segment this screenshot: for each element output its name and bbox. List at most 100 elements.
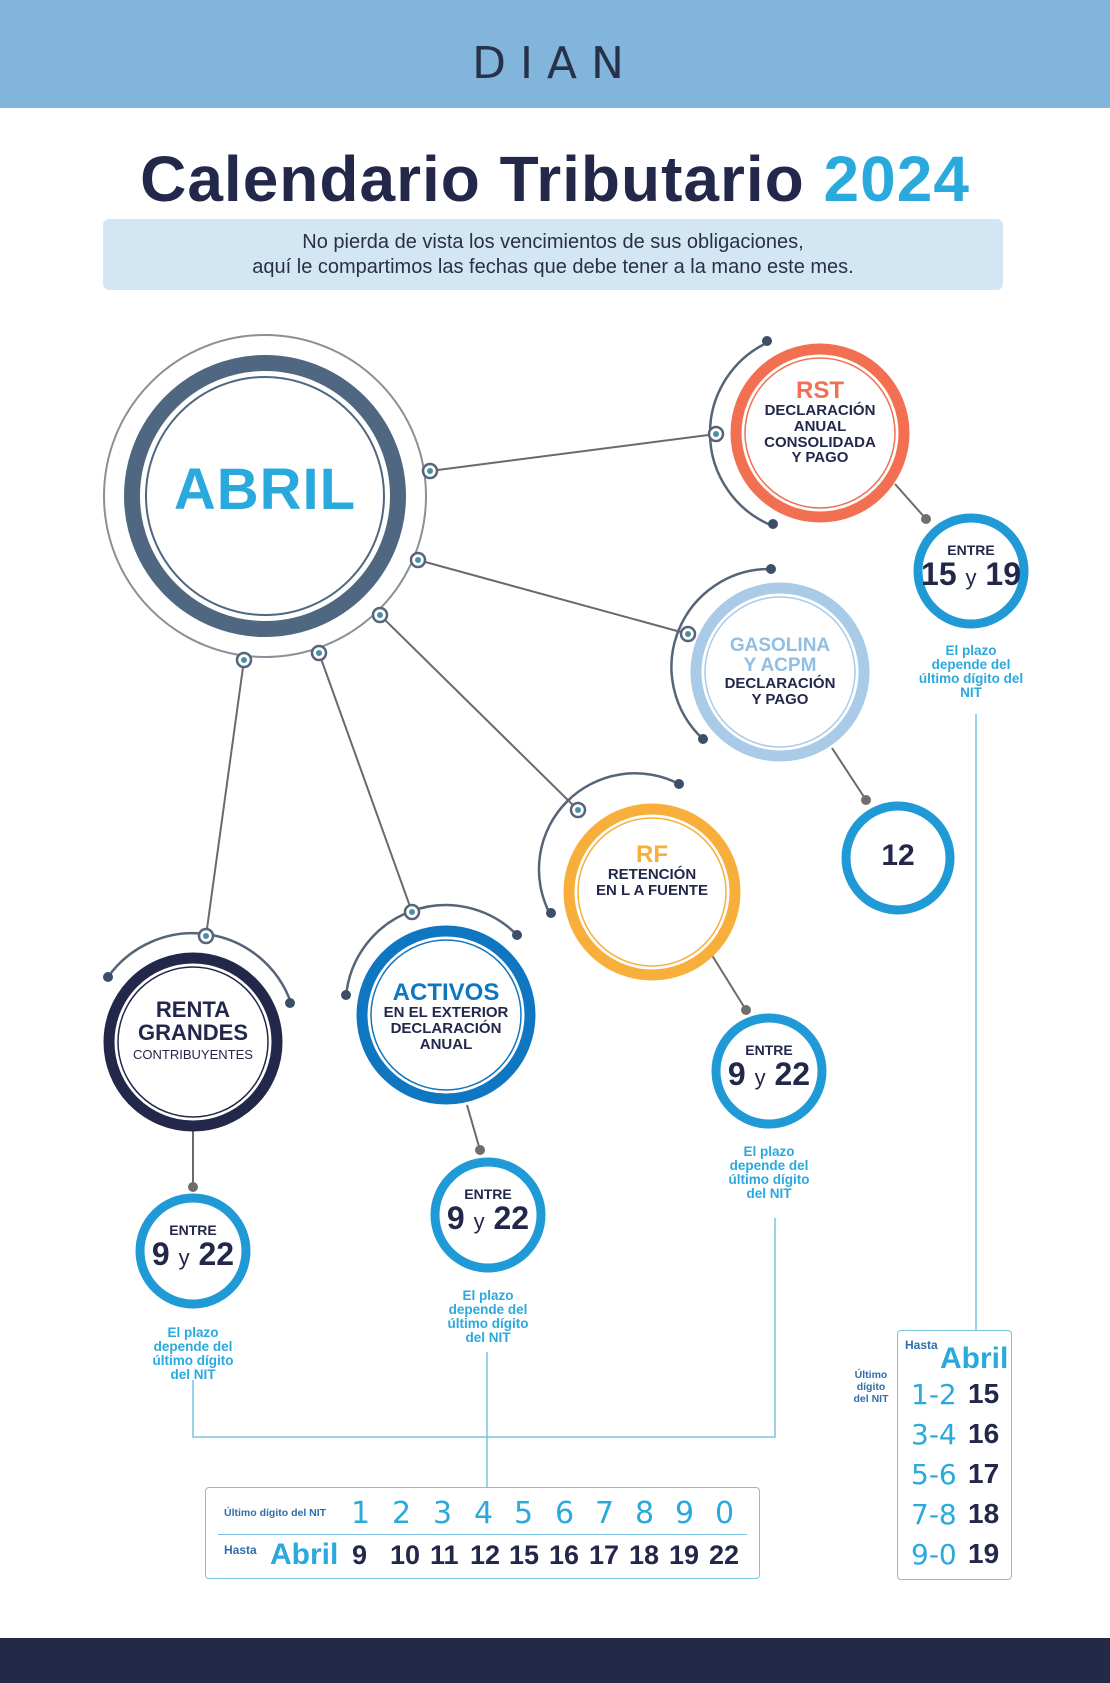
activos-entre: ENTRE <box>464 1186 512 1202</box>
activos-note-1: El plazo <box>462 1288 514 1303</box>
table-h-digit-label: Último dígito del NIT <box>224 1507 327 1519</box>
rf-note-2: depende del <box>729 1158 809 1173</box>
rst-date-a: 15 <box>921 555 957 592</box>
gasolina-node: GASOLINA Y ACPM DECLARACIÓN Y PAGO <box>700 636 860 707</box>
table-v-day: 16 <box>968 1418 1000 1449</box>
table-h-digit: 6 <box>555 1496 575 1531</box>
rf-note-1: El plazo <box>743 1144 795 1159</box>
renta-ring <box>103 952 283 1132</box>
rf-node: RF RETENCIÓN EN L A FUENTE <box>572 842 732 899</box>
abril-outer-ring <box>103 334 427 658</box>
activos-note: El plazo depende del último dígito del N… <box>428 1289 548 1345</box>
center-label: ABRIL <box>173 457 357 522</box>
table-h-day: 22 <box>709 1540 740 1570</box>
activos-note-4: del NIT <box>465 1330 511 1345</box>
table-v-range: 1-2 <box>911 1378 957 1411</box>
renta-note-3: último dígito <box>152 1353 234 1368</box>
table-v-side-label: Último dígito del NIT <box>846 1369 896 1405</box>
abril-inner-ring <box>145 376 385 616</box>
table-h-day: 18 <box>629 1540 660 1570</box>
activos-ring <box>356 925 536 1105</box>
rf-line1: RETENCIÓN <box>607 866 697 884</box>
table-v-day: 15 <box>968 1378 1000 1409</box>
renta-line1: RENTA <box>155 997 231 1022</box>
rf-date-a: 9 <box>727 1055 746 1092</box>
activos-line3: ANUAL <box>419 1035 473 1053</box>
gasolina-date-ring <box>841 801 955 915</box>
table-v-day: 18 <box>968 1498 1000 1529</box>
renta-date-a: 9 <box>151 1235 170 1272</box>
table-h-month: Abril <box>270 1538 339 1571</box>
activos-line1: EN EL EXTERIOR <box>383 1004 509 1022</box>
activos-date-ring <box>430 1157 546 1273</box>
renta-date-y: y <box>178 1244 190 1270</box>
table-v-range: 7-8 <box>911 1498 957 1531</box>
gasolina-line2: Y PAGO <box>751 690 809 708</box>
subtitle-line2: aquí le compartimos las fechas que debe … <box>252 256 854 278</box>
renta-note: El plazo depende del último dígito del N… <box>133 1326 253 1382</box>
abril-main-ring <box>124 355 406 637</box>
title-main: Calendario Tributario <box>140 143 805 215</box>
table-h-digit: 1 <box>351 1496 371 1531</box>
activos-title: ACTIVOS <box>392 979 500 1006</box>
rf-date-ring <box>711 1013 827 1129</box>
bottom-bar <box>0 1638 1110 1683</box>
table-h-day: 11 <box>430 1540 459 1570</box>
rst-line4: Y PAGO <box>791 449 849 467</box>
renta-note-2: depende del <box>153 1339 233 1354</box>
rf-ring <box>563 803 741 981</box>
table-h-day: 16 <box>549 1540 580 1570</box>
renta-entre: ENTRE <box>169 1222 217 1238</box>
rf-note: El plazo depende del último dígito del N… <box>709 1145 829 1201</box>
table-v-side-3: del NIT <box>853 1393 889 1405</box>
rst-date: ENTRE 15 y 19 <box>911 543 1031 591</box>
table-h-day: 12 <box>470 1540 501 1570</box>
rst-date-b: 19 <box>985 555 1021 592</box>
rf-date-b: 22 <box>774 1055 811 1092</box>
rst-note-3: último dígito del <box>918 671 1024 686</box>
junction-dots <box>197 425 725 945</box>
title-year: 2024 <box>823 143 970 215</box>
rst-date-ring <box>913 513 1029 629</box>
bracket-lines <box>192 714 977 1487</box>
rf-entre: ENTRE <box>745 1042 793 1058</box>
activos-date: ENTRE 9 y 22 <box>428 1187 548 1235</box>
renta-date-b: 22 <box>198 1235 235 1272</box>
gasolina-date: 12 <box>881 839 915 872</box>
rst-note-2: depende del <box>931 657 1011 672</box>
rst-line3: CONSOLIDADA <box>764 433 876 451</box>
table-v-range: 3-4 <box>911 1418 957 1451</box>
table-h-digit: 9 <box>675 1496 695 1531</box>
renta-date: ENTRE 9 y 22 <box>133 1223 253 1271</box>
renta-node: RENTA GRANDES CONTRIBUYENTES <box>113 998 273 1062</box>
table-v-range: 9-0 <box>911 1538 957 1571</box>
table-v-side-1: Último <box>854 1369 888 1381</box>
table-h-digit: 0 <box>715 1496 735 1531</box>
activos-date-y: y <box>473 1208 485 1234</box>
activos-node: ACTIVOS EN EL EXTERIOR DECLARACIÓN ANUAL <box>366 980 526 1052</box>
nit-table-horizontal <box>205 1487 760 1579</box>
table-h-hasta-label: Hasta <box>224 1543 257 1557</box>
table-h-digit: 5 <box>514 1496 534 1531</box>
table-v-day: 17 <box>968 1458 1000 1489</box>
renta-note-4: del NIT <box>170 1367 216 1382</box>
subtitle-box: No pierda de vista los vencimientos de s… <box>103 219 1003 290</box>
rst-date-y: y <box>965 564 977 590</box>
top-bar <box>0 0 1110 108</box>
gasolina-ring <box>690 582 870 762</box>
activos-note-2: depende del <box>448 1302 528 1317</box>
table-h-digit: 8 <box>635 1496 655 1531</box>
rst-line2: ANUAL <box>793 417 847 435</box>
rst-note-1: El plazo <box>945 643 997 658</box>
rf-note-4: del NIT <box>746 1186 792 1201</box>
rst-note-4: NIT <box>960 685 982 700</box>
renta-date-ring <box>135 1193 251 1309</box>
page-title: Calendario Tributario 2024 <box>0 142 1110 216</box>
table-h-day: 15 <box>509 1540 540 1570</box>
activos-note-3: último dígito <box>447 1316 529 1331</box>
end-dots <box>103 336 778 1008</box>
table-h-digit: 4 <box>474 1496 494 1531</box>
table-h-digit: 3 <box>433 1496 453 1531</box>
table-h-day: 10 <box>390 1540 421 1570</box>
